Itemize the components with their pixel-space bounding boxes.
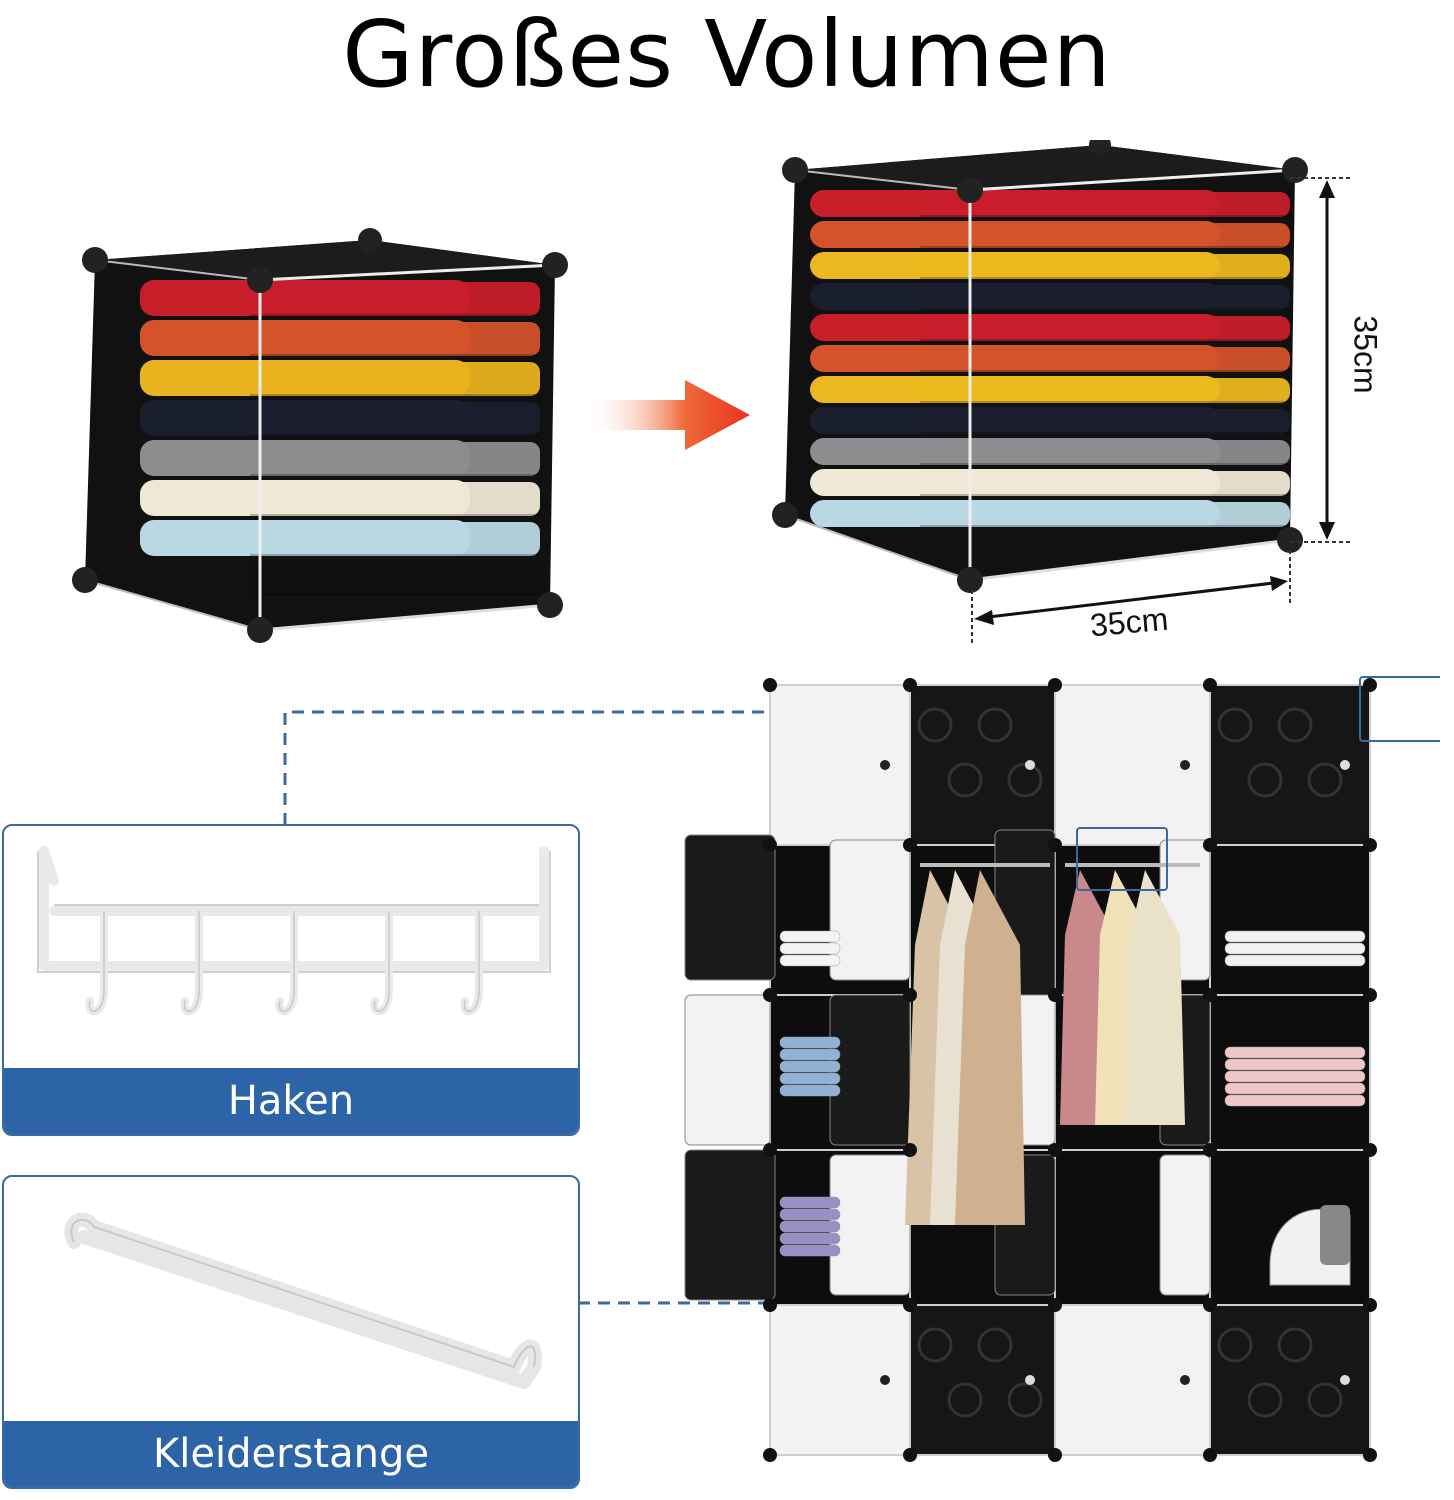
accessory-label-haken: Haken bbox=[4, 1068, 578, 1134]
page-title: Großes Volumen bbox=[342, 1, 1112, 108]
open-door bbox=[684, 994, 771, 1146]
wardrobe-image bbox=[684, 676, 1440, 1462]
accessory-card-haken: Haken bbox=[2, 824, 580, 1136]
hook-rack-icon bbox=[37, 846, 551, 1016]
clothes-rail-icon bbox=[64, 1212, 542, 1389]
open-compartment bbox=[1209, 844, 1371, 996]
open-door bbox=[829, 994, 911, 1146]
open-door bbox=[684, 1149, 776, 1301]
open-door bbox=[1159, 1154, 1211, 1296]
accessory-card-kleiderstange: Kleiderstange bbox=[2, 1175, 580, 1489]
small-cube-image bbox=[72, 228, 568, 643]
open-door bbox=[829, 1154, 911, 1296]
open-door bbox=[684, 834, 776, 981]
large-cube-image bbox=[772, 140, 1350, 645]
accessory-label-kleiderstange: Kleiderstange bbox=[4, 1421, 578, 1487]
arrow-right-icon bbox=[585, 380, 750, 450]
open-door bbox=[829, 839, 911, 981]
